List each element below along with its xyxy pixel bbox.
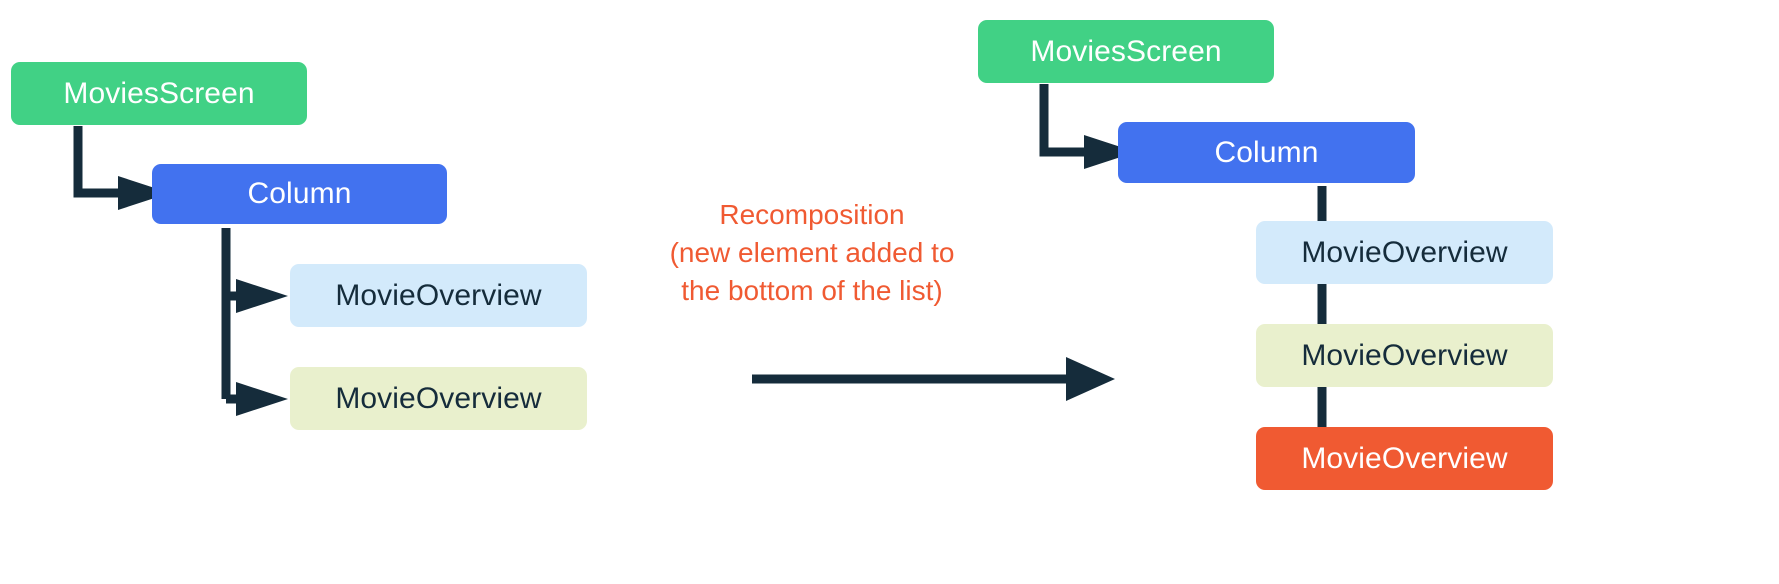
- after-node-movie-overview-1[interactable]: MovieOverview: [1256, 221, 1553, 284]
- before-node-movie-overview-1[interactable]: MovieOverview: [290, 264, 587, 327]
- recomposition-caption: Recomposition (new element added to the …: [659, 196, 965, 310]
- before-node-movies-screen[interactable]: MoviesScreen: [11, 62, 307, 125]
- after-node-movie-overview-2[interactable]: MovieOverview: [1256, 324, 1553, 387]
- after-node-movies-screen[interactable]: MoviesScreen: [978, 20, 1274, 83]
- before-node-column[interactable]: Column: [152, 164, 447, 224]
- caption-line-3: the bottom of the list): [681, 275, 943, 306]
- caption-line-2: (new element added to: [669, 237, 955, 268]
- caption-line-1: Recomposition: [719, 199, 905, 230]
- after-node-movie-overview-3[interactable]: MovieOverview: [1256, 427, 1553, 490]
- after-node-column[interactable]: Column: [1118, 122, 1415, 183]
- before-node-movie-overview-2[interactable]: MovieOverview: [290, 367, 587, 430]
